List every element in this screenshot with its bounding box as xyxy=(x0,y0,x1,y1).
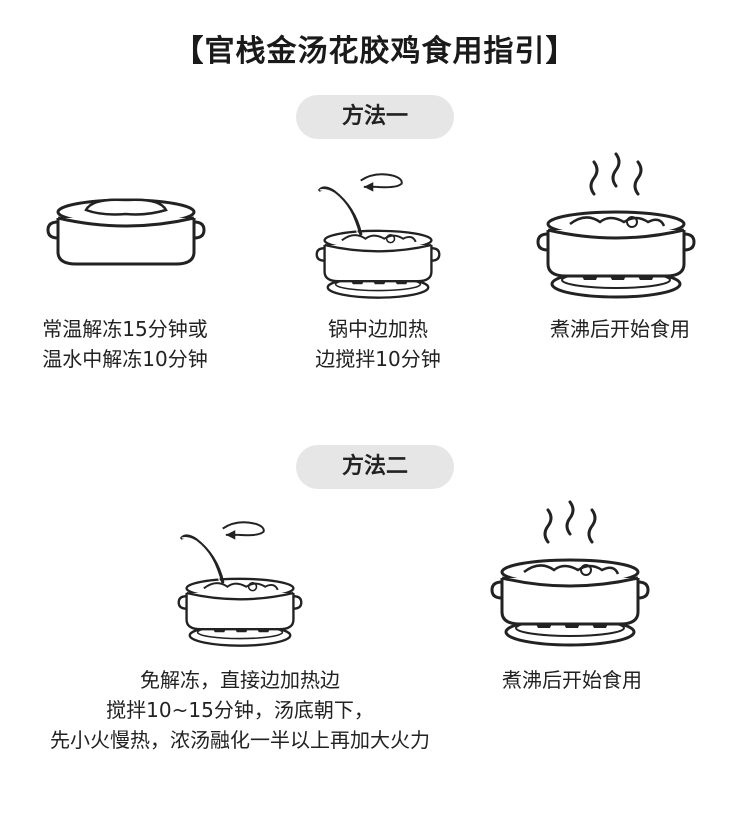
boiling-pot-icon xyxy=(490,500,650,652)
caption-line: 先小火慢热，浓汤融化一半以上再加大火力 xyxy=(50,728,430,752)
caption-line: 煮沸后开始食用 xyxy=(550,317,690,341)
step-caption: 免解冻，直接边加热边 搅拌10~15分钟，汤底朝下， 先小火慢热，浓汤融化一半以… xyxy=(10,665,470,755)
step-caption: 常温解冻15分钟或 温水中解冻10分钟 xyxy=(20,314,230,374)
stir-heat-pot-icon xyxy=(160,516,320,652)
method-two-badge: 方法二 xyxy=(296,445,454,489)
page-title: 【官栈金汤花胶鸡食用指引】 xyxy=(173,34,577,69)
caption-line: 免解冻，直接边加热边 xyxy=(140,668,340,692)
caption-line: 温水中解冻10分钟 xyxy=(42,347,208,371)
caption-line: 锅中边加热 xyxy=(328,317,428,341)
caption-line: 煮沸后开始食用 xyxy=(502,668,642,692)
step-caption: 锅中边加热 边搅拌10分钟 xyxy=(278,314,478,374)
caption-line: 边搅拌10分钟 xyxy=(315,347,441,371)
method-one-badge: 方法一 xyxy=(296,95,454,139)
stir-heat-pot-icon xyxy=(298,168,458,304)
boiling-pot-icon xyxy=(536,152,696,304)
caption-line: 搅拌10~15分钟，汤底朝下， xyxy=(106,698,374,722)
caption-line: 常温解冻15分钟或 xyxy=(42,317,208,341)
step-caption: 煮沸后开始食用 xyxy=(520,314,720,344)
thawing-bowl-icon xyxy=(46,190,206,284)
step-caption: 煮沸后开始食用 xyxy=(472,665,672,695)
